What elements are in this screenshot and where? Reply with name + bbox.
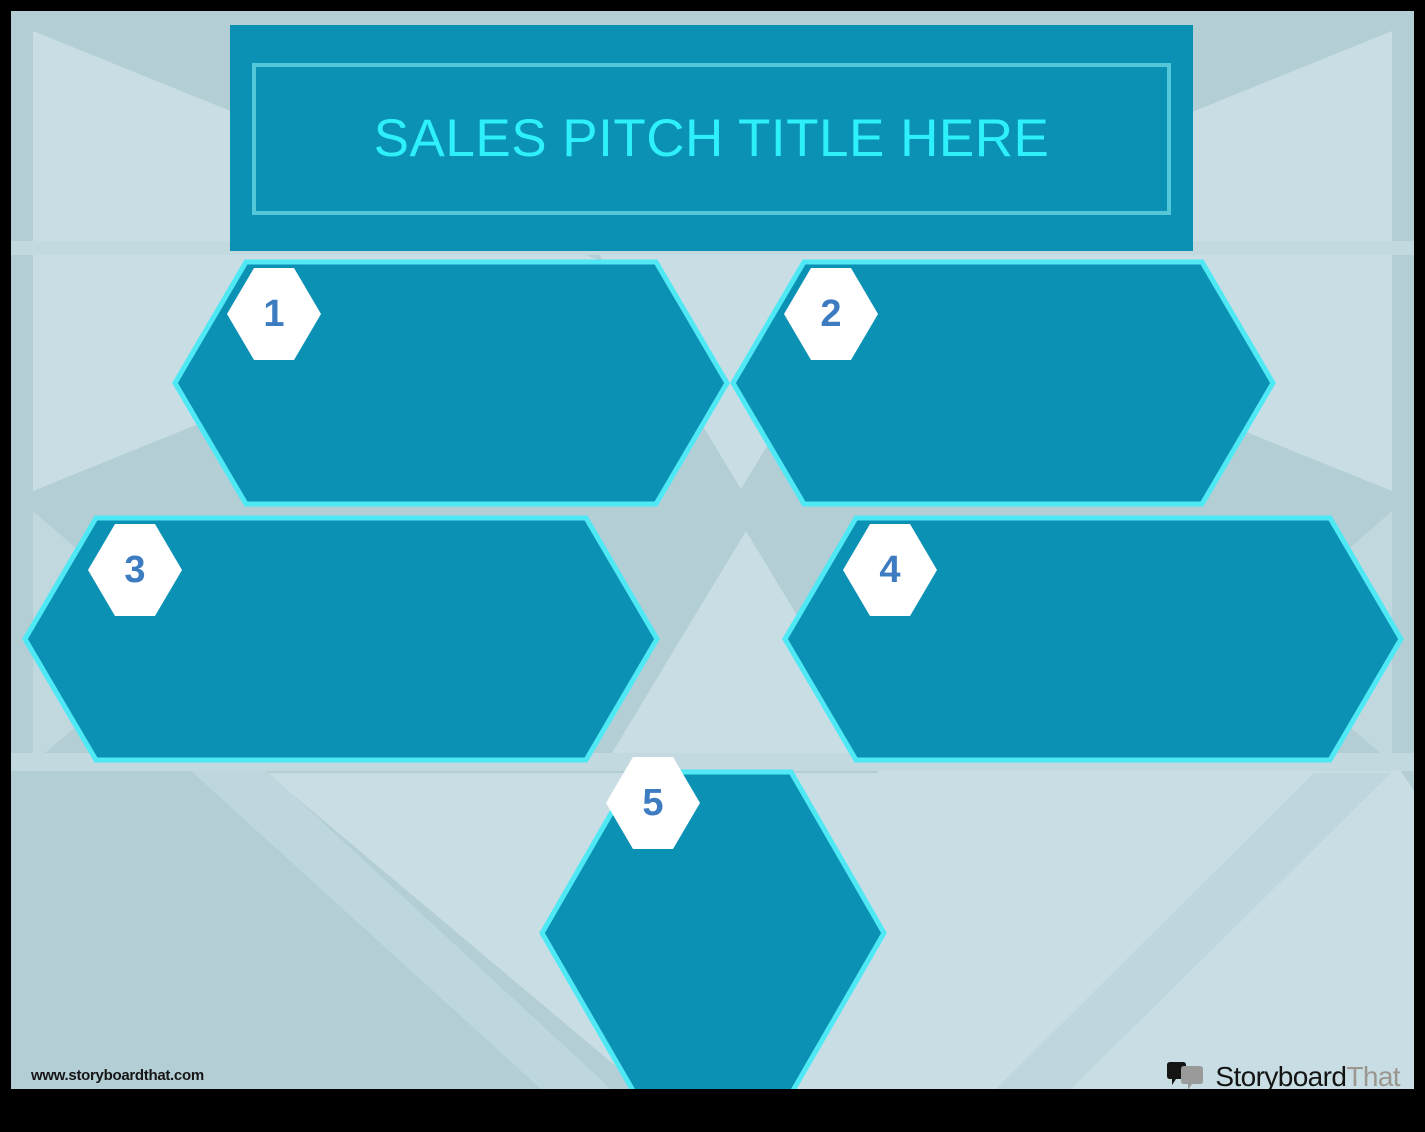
hexagon-panel-5[interactable]	[538, 768, 888, 1089]
brand-wordmark: StoryboardThat	[1215, 1061, 1400, 1089]
hexagon-number-label-2: 2	[820, 292, 842, 335]
hexagon-number-badge-2[interactable]: 2	[783, 267, 879, 361]
hexagon-number-badge-5[interactable]: 5	[605, 756, 701, 850]
title-inner-border	[252, 63, 1171, 215]
brand-name-primary: Storyboard	[1215, 1061, 1347, 1089]
slide-canvas: SALES PITCH TITLE HERE 1 2	[11, 11, 1414, 1089]
hexagon-number-label-4: 4	[879, 548, 901, 591]
brand-name-secondary: That	[1346, 1061, 1400, 1089]
footer-website-url[interactable]: www.storyboardthat.com	[31, 1067, 204, 1084]
speech-bubbles-icon	[1166, 1062, 1206, 1089]
hexagon-panel-4[interactable]	[781, 514, 1405, 764]
storyboardthat-logo[interactable]: StoryboardThat	[1166, 1057, 1401, 1089]
hexagon-number-badge-4[interactable]: 4	[842, 523, 938, 617]
page-title: SALES PITCH TITLE HERE	[373, 108, 1050, 168]
hexagon-number-label-3: 3	[124, 548, 146, 591]
hexagon-number-label-5: 5	[642, 781, 664, 824]
hexagon-number-label-1: 1	[263, 292, 285, 335]
hexagon-number-badge-3[interactable]: 3	[87, 523, 183, 617]
title-block[interactable]: SALES PITCH TITLE HERE	[230, 25, 1193, 251]
hexagon-panel-3[interactable]	[21, 514, 661, 764]
hexagon-number-badge-1[interactable]: 1	[226, 267, 322, 361]
